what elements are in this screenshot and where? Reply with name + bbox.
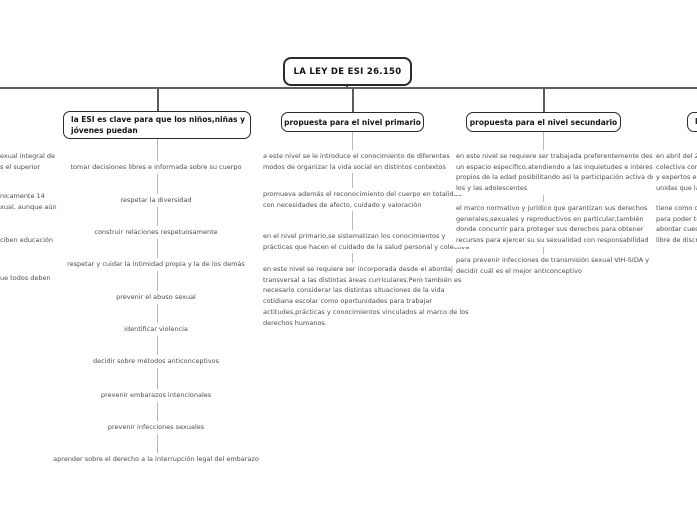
leaf-node[interactable]: en este nivel se requiere ser trabajada …	[453, 150, 664, 195]
leaf-node[interactable]: prevenir el abuso sexual	[113, 291, 199, 304]
leaf-node[interactable]: el marco normativo y jurídico que garant…	[453, 202, 652, 247]
leaf-node[interactable]: en este nivel se requiere ser incorporad…	[260, 263, 472, 330]
leaf-node[interactable]: tomar decisiones libres e informada sobr…	[67, 161, 245, 174]
leaf-node[interactable]: a este nivel se le introduce el conocimi…	[260, 150, 453, 174]
leaf-node[interactable]: respetar y cuidar la intimidad propia y …	[64, 258, 248, 271]
leaf-node[interactable]: identificar violencia	[121, 323, 191, 336]
leaf-node[interactable]: ue todos deben	[0, 272, 54, 285]
branch-node-secundario[interactable]: propuesta para el nivel secundario	[466, 112, 621, 132]
branch-rail	[0, 87, 697, 89]
branch-node-rightcut[interactable]: l	[687, 112, 697, 132]
branch-drop-primario	[352, 88, 354, 112]
leaf-node[interactable]: exual integral de s el superior	[0, 150, 58, 174]
leaf-node[interactable]: promueva además el reconocimiento del cu…	[260, 188, 465, 212]
leaf-node[interactable]: decidir sobre métodos anticonceptivos	[89, 355, 223, 368]
leaf-node[interactable]: ciben educación	[0, 234, 56, 247]
leaf-node[interactable]: en el nivel primario,se sistematizan los…	[260, 230, 473, 254]
root-node-title[interactable]: LA LEY DE ESI 26.150	[283, 57, 412, 86]
leaf-node[interactable]: prevenir infecciones sexuales	[104, 421, 208, 434]
leaf-node[interactable]: en abril del 2011 colectiva con disti y …	[653, 150, 697, 195]
leaf-node[interactable]: para prevenir infecciones de transmisión…	[453, 254, 653, 278]
branch-node-primario[interactable]: propuesta para el nivel primario	[281, 112, 424, 132]
leaf-node[interactable]: tiene como cuyo o para poder tener abord…	[653, 202, 697, 247]
root-connector-line	[346, 84, 348, 88]
branch-drop-clave	[157, 88, 159, 112]
branch-drop-secundario	[543, 88, 545, 112]
leaf-node[interactable]: aprender sobre el derecho a la interrupc…	[50, 453, 262, 466]
leaf-node[interactable]: prevenir embarazos intencionales	[97, 389, 215, 402]
leaf-node[interactable]: construir relaciones respetuosamente	[91, 226, 221, 239]
branch-node-clave[interactable]: la ESI es clave para que los niños,niñas…	[63, 111, 251, 139]
leaf-node[interactable]: respetar la diversidad	[117, 194, 195, 207]
leaf-node[interactable]: nicamente 14 xual, aunque aún	[0, 190, 60, 214]
